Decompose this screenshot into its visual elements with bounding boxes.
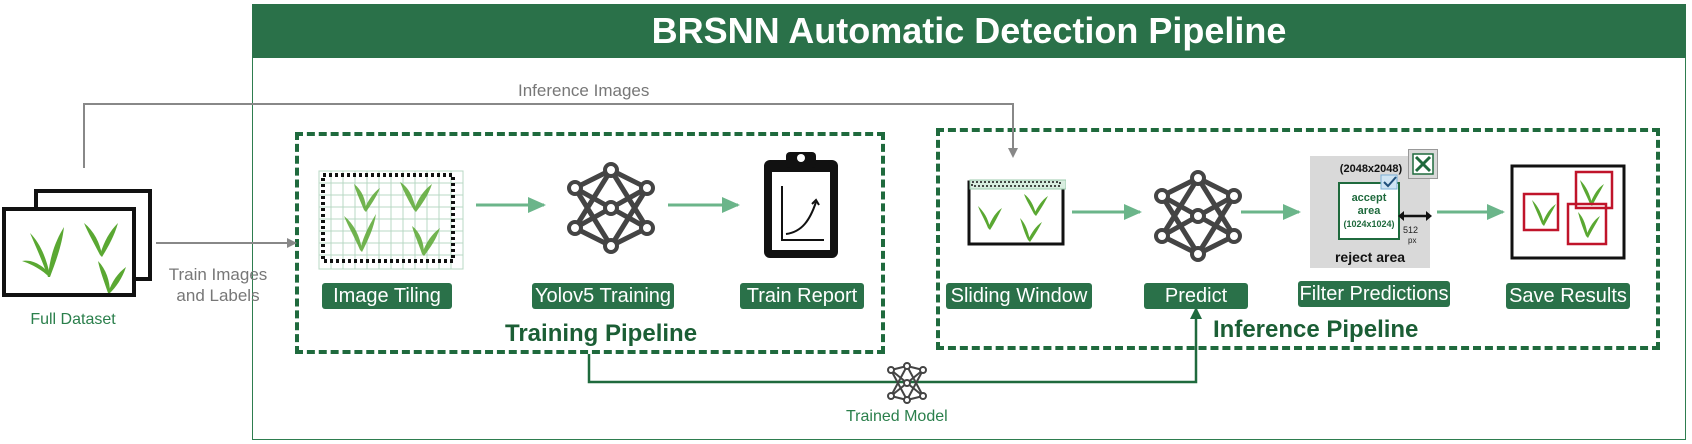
yolov5-training-network-icon bbox=[567, 162, 655, 254]
image-tiling-icon bbox=[318, 170, 464, 270]
step-train-report: Train Report bbox=[740, 283, 864, 309]
inference-images-arrow bbox=[83, 103, 1018, 168]
full-dataset-label: Full Dataset bbox=[30, 311, 116, 328]
reject-x-icon bbox=[1412, 153, 1434, 175]
accept-area-box: accept area (1024x1024) bbox=[1338, 182, 1400, 240]
save-results-icon bbox=[1510, 164, 1626, 260]
train-images-label-line2: and Labels bbox=[176, 286, 260, 305]
margin-unit: px bbox=[1408, 236, 1417, 245]
predict-network-icon bbox=[1154, 170, 1242, 262]
trained-model-arrow bbox=[587, 307, 1202, 384]
training-pipeline-title: Training Pipeline bbox=[505, 320, 698, 347]
inference-pipeline-box bbox=[936, 128, 1660, 350]
inference-images-label: Inference Images bbox=[518, 81, 650, 100]
train-report-clipboard-icon bbox=[764, 152, 838, 258]
reject-area-label: reject area bbox=[1334, 249, 1406, 265]
pipeline-title: BRSNN Automatic Detection Pipeline bbox=[252, 4, 1686, 58]
step-predict: Predict bbox=[1144, 283, 1248, 309]
sliding-window-icon bbox=[967, 179, 1066, 246]
accept-check-icon bbox=[1380, 174, 1398, 190]
step-image-tiling: Image Tiling bbox=[322, 283, 452, 309]
step-yolov5-training: Yolov5 Training bbox=[532, 283, 674, 309]
training-pipeline-box bbox=[295, 132, 885, 354]
trained-model-network-icon bbox=[887, 362, 927, 404]
accept-area-line1: accept bbox=[1351, 192, 1387, 204]
train-images-label: Train Images and Labels bbox=[166, 264, 270, 306]
step-filter-predictions: Filter Predictions bbox=[1298, 281, 1450, 307]
trained-model-label: Trained Model bbox=[846, 408, 948, 425]
train-images-label-line1: Train Images bbox=[168, 265, 268, 284]
full-dataset-icon bbox=[2, 189, 152, 297]
accept-area-size: (1024x1024) bbox=[1343, 219, 1395, 229]
margin-value: 512 bbox=[1403, 225, 1419, 235]
reject-close-box bbox=[1408, 149, 1438, 179]
step-sliding-window: Sliding Window bbox=[946, 283, 1092, 309]
panel-size-label: (2048x2048) bbox=[1339, 163, 1403, 175]
accept-area-line2: area bbox=[1357, 205, 1381, 217]
inference-pipeline-title: Inference Pipeline bbox=[1213, 316, 1419, 343]
margin-arrow-icon bbox=[1398, 211, 1432, 221]
step-save-results: Save Results bbox=[1506, 283, 1630, 309]
